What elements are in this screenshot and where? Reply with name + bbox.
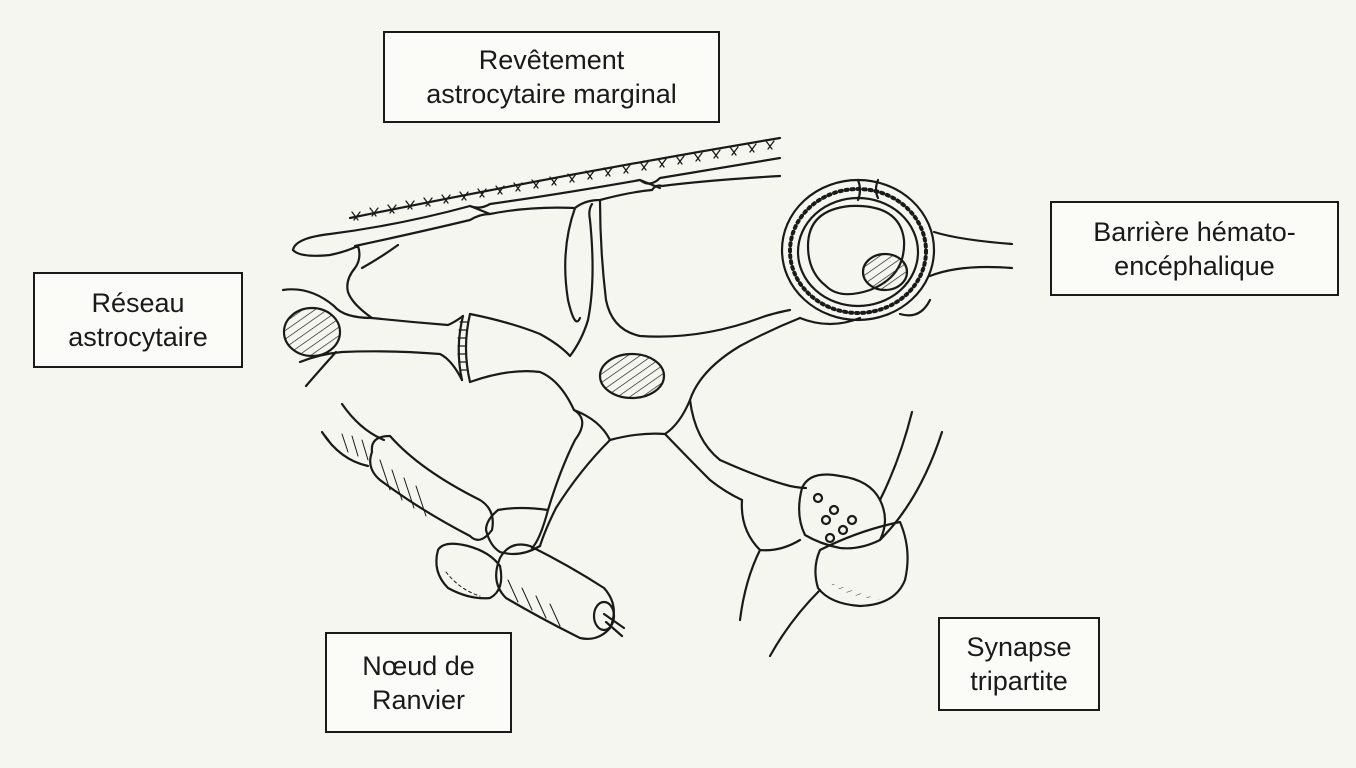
axon-left [320,430,370,468]
basal-lamina [348,136,782,220]
left-astrocyte-outline [281,288,465,327]
label-barriere-line2: encéphalique [1114,250,1275,281]
vessel-lamina [788,187,928,315]
label-barriere-hemato-encephalique: Barrière hémato- encéphalique [1050,201,1339,296]
label-synapse-line2: tripartite [970,666,1068,696]
myelin-lower-left [435,542,503,600]
presynaptic-terminal [798,473,887,550]
label-synapse-tripartite: Synapse tripartite [938,617,1100,711]
red-blood-cell [861,252,909,292]
label-noeud-de-ranvier: Nœud de Ranvier [325,632,512,733]
basal-lamina-stitches [351,140,775,221]
myelin-left [369,434,494,541]
label-ranvier-line2: Ranvier [371,684,466,715]
marginal-layer-lower [291,244,374,320]
label-revetement-marginal: Revêtement astrocytaire marginal [383,31,720,123]
label-reseau-line1: Réseau [91,288,185,318]
label-reseau-line2: astrocytaire [68,322,208,352]
perinodal-endfoot [484,508,542,556]
vessel-endothelium [796,196,920,308]
left-nucleus [282,306,342,358]
label-synapse-line1: Synapse [966,632,1072,662]
label-revetement-marginal-line2: astrocytaire marginal [426,79,677,109]
central-astrocyte-outline [468,202,594,358]
astrocyte-process-synapse [740,498,802,552]
postsynaptic-terminal [814,520,909,608]
central-nucleus [598,352,666,400]
label-ranvier-line1: Nœud de [362,650,475,681]
label-barriere-line1: Barrière hémato- [1093,216,1296,247]
axon-right [602,612,626,638]
label-reseau-astrocytaire: Réseau astrocytaire [33,272,243,368]
marginal-layer-upper [291,156,782,252]
label-revetement-marginal-line1: Revêtement [478,45,625,75]
